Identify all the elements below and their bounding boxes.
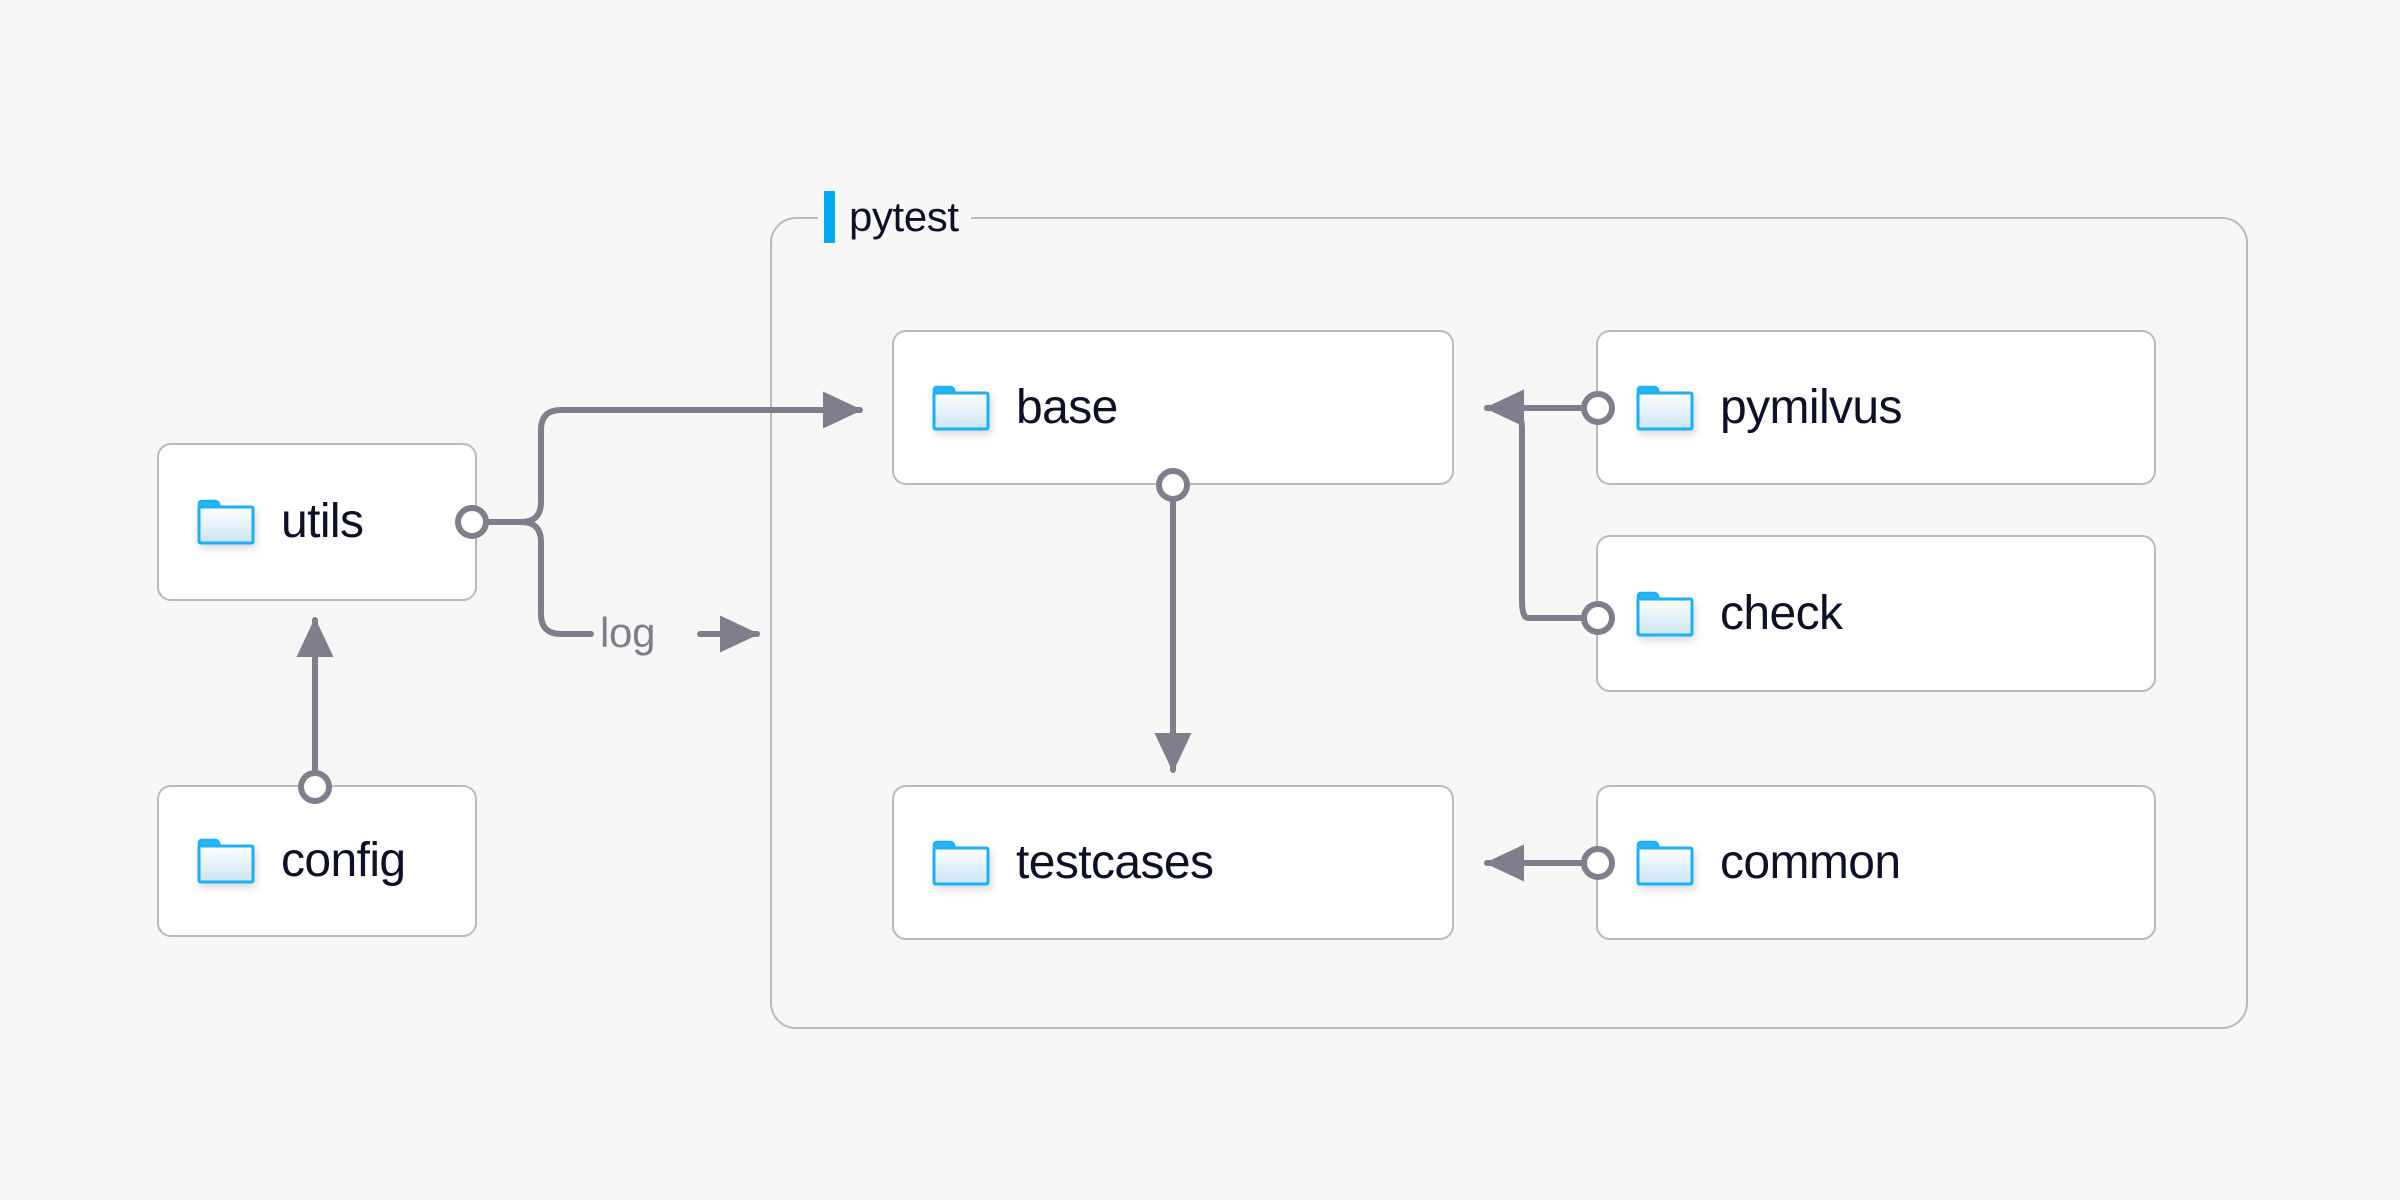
node-base[interactable]: base (892, 330, 1454, 485)
node-check[interactable]: check (1596, 535, 2156, 692)
edge-utils-to-log (484, 519, 594, 637)
node-label: base (1016, 380, 1118, 434)
folder-icon (1636, 385, 1694, 430)
folder-icon (197, 499, 255, 545)
node-label: testcases (1016, 835, 1214, 889)
folder-icon (1636, 591, 1694, 636)
folder-icon (1636, 840, 1694, 885)
accent-bar-icon (824, 191, 835, 243)
node-label: pymilvus (1720, 380, 1903, 434)
edge-label-log: log (600, 609, 656, 656)
node-testcases[interactable]: testcases (892, 785, 1454, 940)
node-label: config (281, 834, 406, 887)
group-container-pytest[interactable] (770, 217, 2248, 1029)
folder-icon (197, 838, 255, 884)
group-title: pytest (849, 193, 959, 240)
node-pymilvus[interactable]: pymilvus (1596, 330, 2156, 485)
folder-icon (932, 840, 990, 885)
node-common[interactable]: common (1596, 785, 2156, 940)
node-label: check (1720, 586, 1843, 640)
node-config[interactable]: config (157, 785, 477, 937)
folder-icon (932, 385, 990, 430)
node-label: utils (281, 495, 364, 548)
group-label-pytest: pytest (818, 188, 971, 246)
node-label: common (1720, 835, 1901, 889)
node-utils[interactable]: utils (157, 443, 477, 601)
